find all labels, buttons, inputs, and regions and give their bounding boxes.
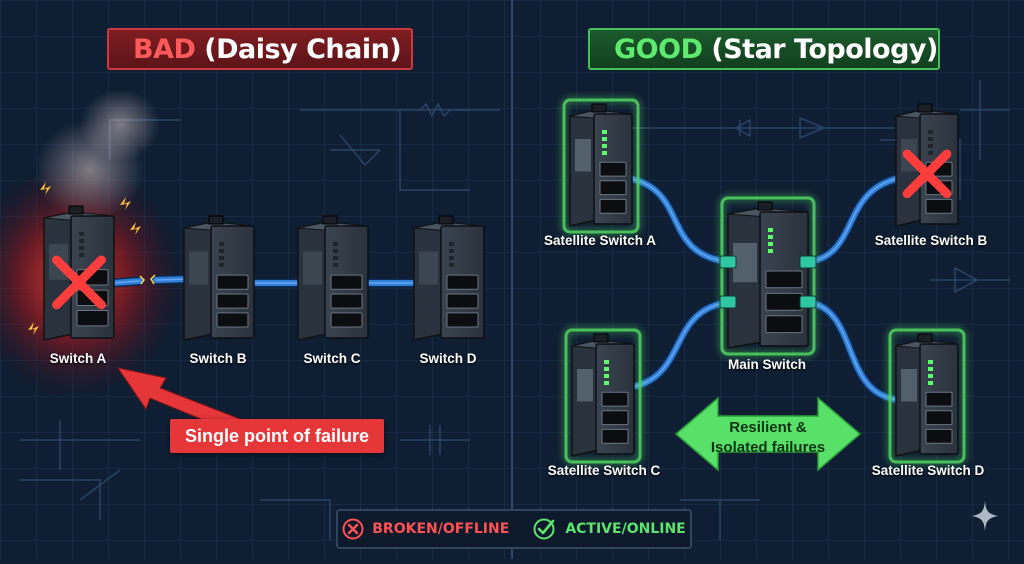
bad-title-subtitle: (Daisy Chain) <box>204 33 402 65</box>
check-circle-icon <box>533 518 555 540</box>
satellite-switch-c <box>564 328 642 464</box>
sparkle-icon <box>972 501 998 531</box>
main-switch-label: Main Switch <box>727 357 807 372</box>
satellite-switch-d <box>888 328 966 464</box>
switches <box>28 98 966 464</box>
resilience-text: Resilient & Isolated failures <box>711 418 825 458</box>
bad-title: BAD (Daisy Chain) <box>133 33 402 65</box>
satellite-d-label: Satellite Switch D <box>871 463 985 478</box>
switch-c <box>297 215 369 341</box>
bad-title-box: BAD (Daisy Chain) <box>107 28 413 70</box>
resilience-text-line2: Isolated failures <box>710 439 826 456</box>
main-switch-jacks <box>719 255 817 309</box>
satellite-switch-a <box>562 98 640 234</box>
main-switch <box>720 196 816 356</box>
satellite-c-label: Satellite Switch C <box>547 463 661 478</box>
broken-x-mark <box>902 149 952 199</box>
switch-a <box>43 205 115 341</box>
callout-text: Single point of failure <box>185 425 369 446</box>
single-point-of-failure-callout: Single point of failure <box>170 419 384 453</box>
good-title: GOOD (Star Topology) <box>614 34 938 65</box>
legend-broken-label: BROKEN/OFFLINE <box>372 521 510 537</box>
satellite-a-label: Satellite Switch A <box>543 233 657 248</box>
legend: BROKEN/OFFLINE ACTIVE/ONLINE <box>336 509 692 549</box>
star-cables <box>621 173 905 405</box>
legend-active: ACTIVE/ONLINE <box>533 518 686 540</box>
bad-title-word: BAD <box>133 33 196 65</box>
sparks <box>28 182 141 335</box>
satellite-switch-b <box>895 103 959 227</box>
switch-c-label: Switch C <box>303 351 361 366</box>
resilience-text-line1: Resilient & <box>729 419 807 436</box>
legend-broken: BROKEN/OFFLINE <box>342 518 509 540</box>
satellite-b-label: Satellite Switch B <box>874 233 988 248</box>
switch-a-label: Switch A <box>49 351 107 366</box>
switch-d-label: Switch D <box>419 351 477 366</box>
legend-active-label: ACTIVE/ONLINE <box>565 521 686 537</box>
daisy-chain-cables <box>107 274 425 288</box>
good-title-word: GOOD <box>614 33 703 65</box>
good-title-subtitle: (Star Topology) <box>711 33 938 65</box>
good-title-box: GOOD (Star Topology) <box>588 28 940 70</box>
switch-d <box>413 215 485 341</box>
resilience-double-arrow <box>674 396 862 472</box>
broken-x-mark <box>52 255 106 310</box>
x-circle-icon <box>342 518 364 540</box>
spark-mark <box>139 274 156 285</box>
switch-b-label: Switch B <box>189 351 247 366</box>
switch-b <box>183 215 255 341</box>
